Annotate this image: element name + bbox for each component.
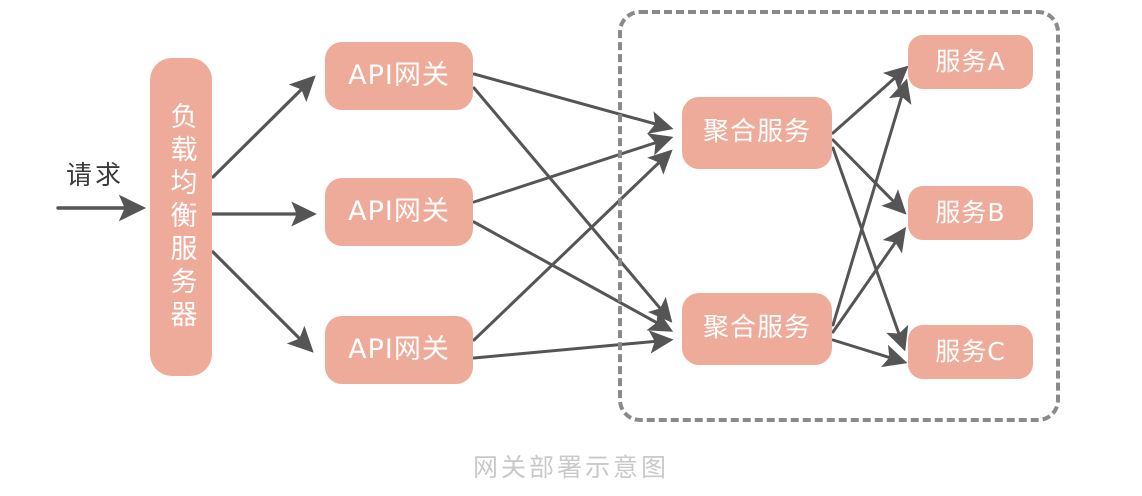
node-service-c[interactable]: 服务C	[908, 325, 1033, 379]
node-api-gateway-2[interactable]: API网关	[325, 316, 473, 384]
node-service-a[interactable]: 服务A	[908, 35, 1033, 89]
node-api-gateway-0-label: API网关	[348, 60, 450, 92]
node-service-b[interactable]: 服务B	[908, 186, 1033, 240]
diagram-caption: 网关部署示意图	[472, 453, 669, 482]
arrow-aggregator-0-to-service-1	[831, 138, 907, 215]
arrow-aggregator-0-to-service-2	[831, 146, 909, 352]
arrow-aggregator-1-to-service-2	[831, 338, 908, 368]
node-aggregation-service-0-label: 聚合服务	[702, 117, 811, 148]
node-api-gateway-1-label: API网关	[348, 196, 450, 228]
node-service-c-label: 服务C	[935, 336, 1006, 366]
arrow-lb-to-gateway-0	[211, 75, 316, 179]
arrow-gateway-1-to-aggregator-1	[472, 220, 674, 332]
arrow-gateway-0-to-aggregator-0	[472, 72, 674, 134]
node-service-a-label: 服务A	[935, 46, 1006, 76]
request-label: 请求	[66, 161, 125, 191]
node-aggregation-service-1-label: 聚合服务	[702, 313, 811, 344]
node-api-gateway-1[interactable]: API网关	[325, 178, 473, 246]
arrow-gateway-1-to-aggregator-0	[472, 133, 674, 204]
arrow-lb-to-gateway-2	[211, 250, 314, 353]
node-aggregation-service-0[interactable]: 聚合服务	[682, 97, 832, 169]
node-api-gateway-0[interactable]: API网关	[325, 42, 473, 110]
arrow-gateway-2-to-aggregator-0	[472, 149, 673, 342]
arrow-gateway-2-to-aggregator-1	[472, 330, 674, 360]
node-api-gateway-2-label: API网关	[348, 334, 450, 366]
arrow-aggregator-1-to-service-1	[831, 227, 907, 334]
backend-group-frame	[618, 10, 1060, 422]
node-load-balancer[interactable]: 负载均衡服务器	[150, 58, 212, 376]
arrow-aggregator-1-to-service-0	[831, 78, 912, 327]
node-service-b-label: 服务B	[935, 197, 1006, 227]
node-load-balancer-label: 负载均衡服务器	[165, 101, 197, 333]
node-aggregation-service-1[interactable]: 聚合服务	[682, 293, 832, 365]
arrow-gateway-0-to-aggregator-1	[472, 86, 673, 323]
